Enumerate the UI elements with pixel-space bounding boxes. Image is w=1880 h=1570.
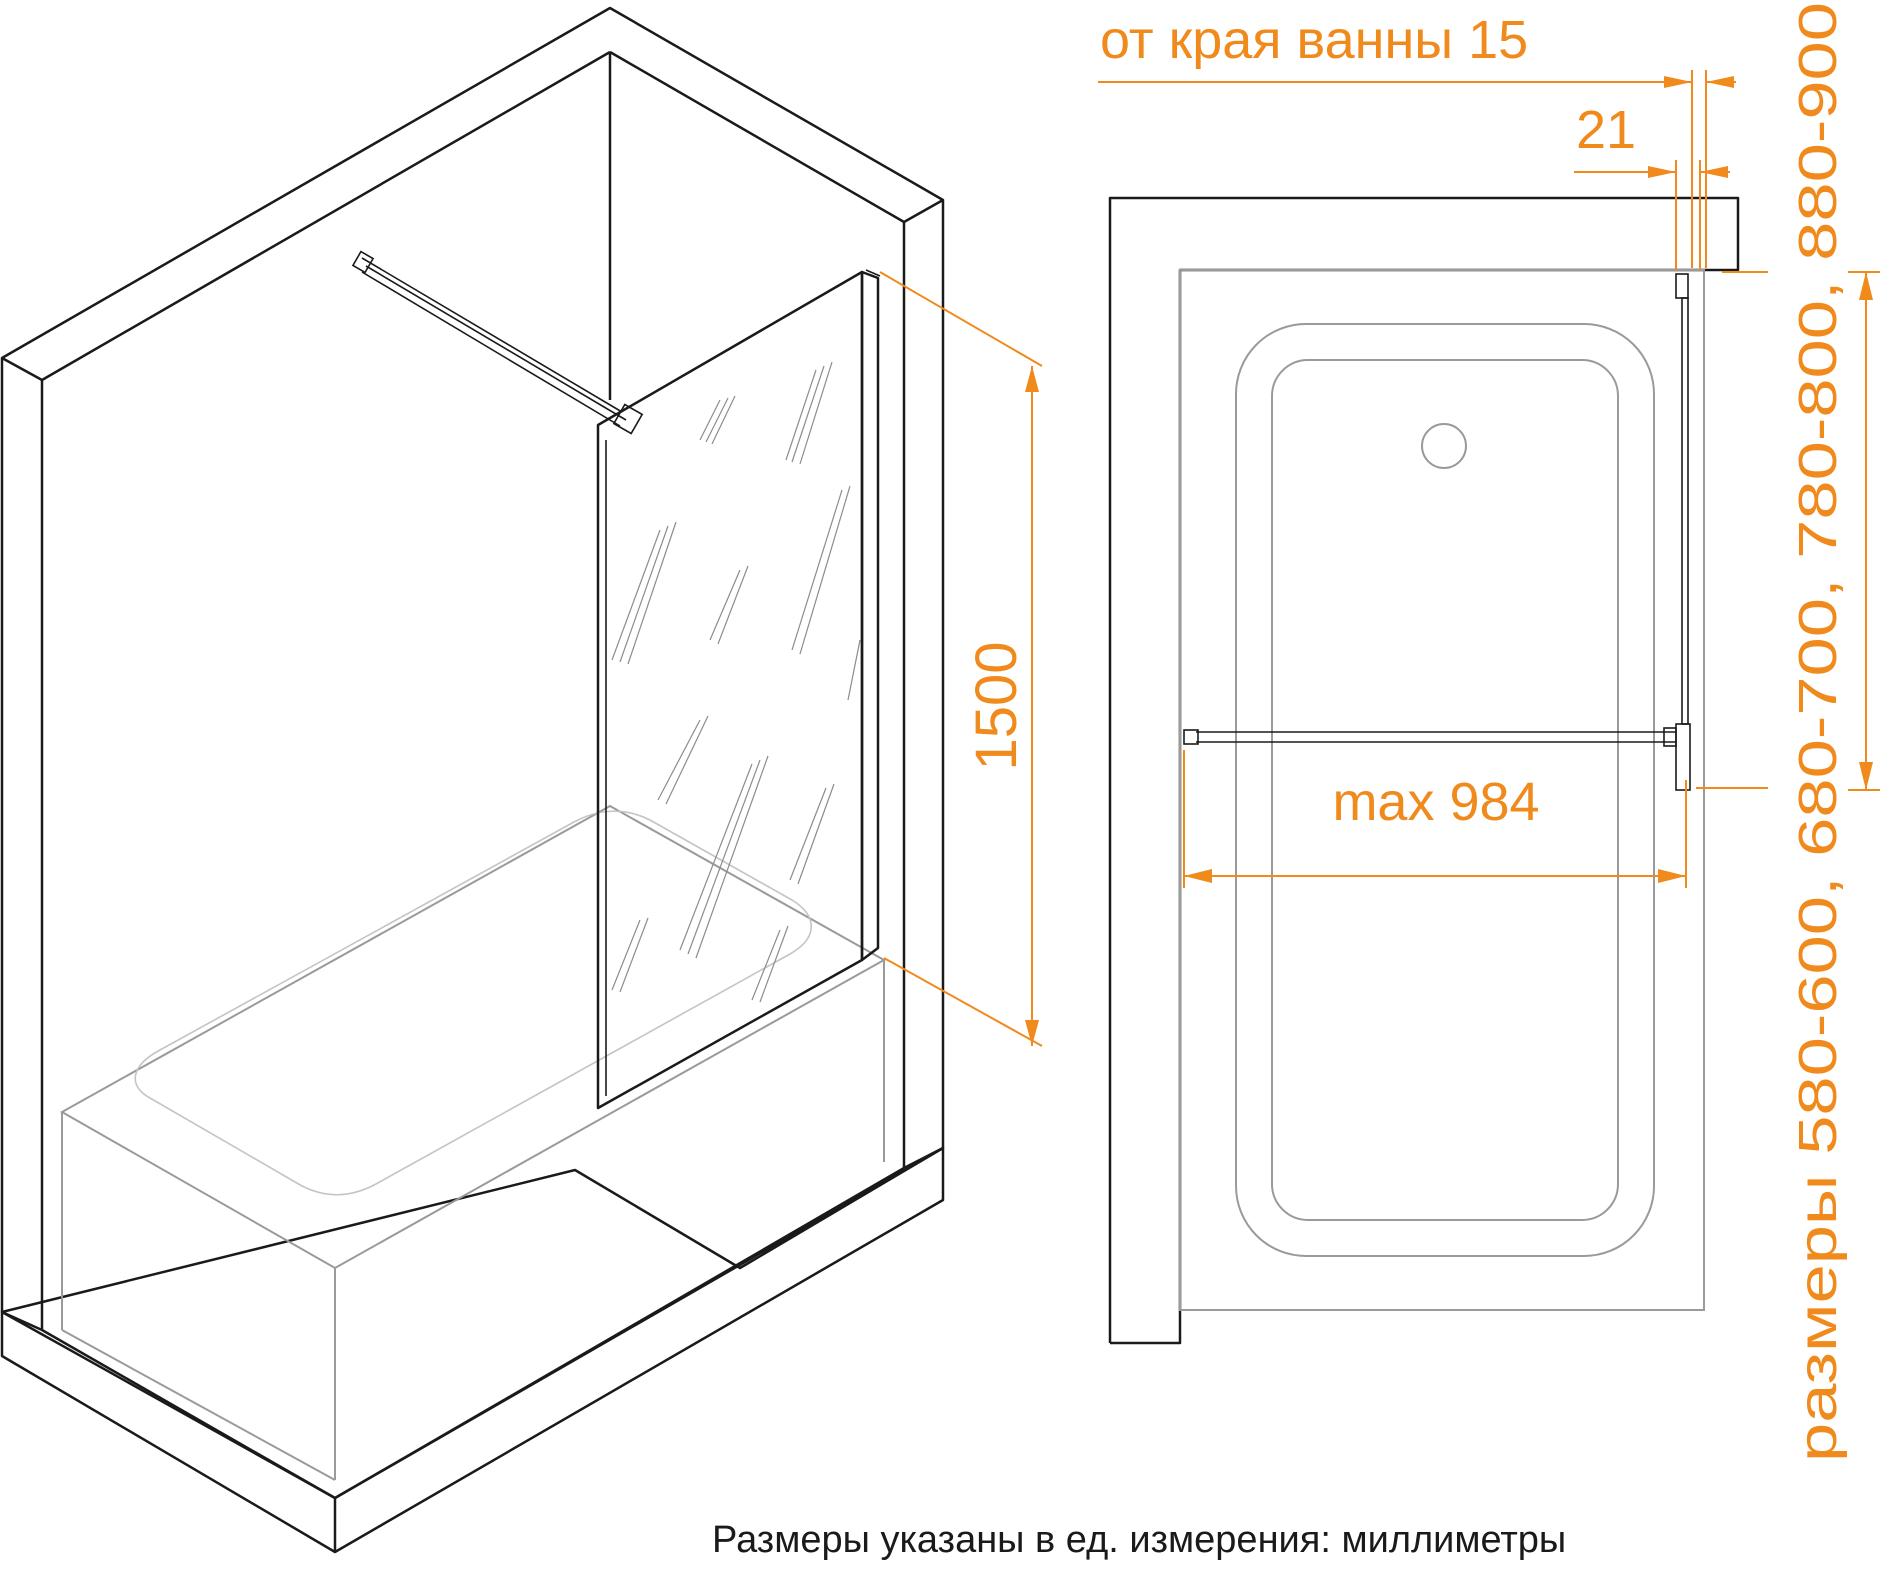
height-dim-label: 1500	[964, 641, 1029, 770]
iso-support-bar	[351, 250, 644, 435]
iso-wall	[0, 6, 945, 1332]
iso-floor	[0, 1146, 945, 1554]
plan-wall	[1108, 196, 1740, 1345]
profile-dimension	[1574, 160, 1730, 270]
edge-offset-label: от края ванны 15	[1100, 10, 1528, 70]
profile-dim-label: 21	[1576, 100, 1636, 160]
width-dimension	[1183, 750, 1687, 888]
edge-offset-dimension	[1098, 70, 1736, 268]
plan-support-bar	[1183, 727, 1677, 747]
iso-glass-panel	[596, 269, 881, 1110]
height-dimension	[879, 271, 1043, 1047]
units-note: Размеры указаны в ед. измерения: миллиме…	[712, 1519, 1566, 1561]
isometric-view: 1500	[0, 6, 1043, 1554]
plan-glass-panel	[1675, 273, 1691, 791]
drain-icon	[1421, 423, 1467, 469]
sizes-dimension	[1696, 271, 1880, 791]
iso-bathtub	[59, 804, 887, 1481]
glass-texture	[611, 361, 861, 1003]
plan-bathtub	[1179, 269, 1705, 1311]
width-dim-label: max 984	[1332, 772, 1539, 832]
sizes-dim-label: размеры 580-600, 680-700, 780-800, 880-9…	[1788, 2, 1848, 1462]
plan-view: от края ванны 15 21 max 984	[1098, 2, 1880, 1462]
